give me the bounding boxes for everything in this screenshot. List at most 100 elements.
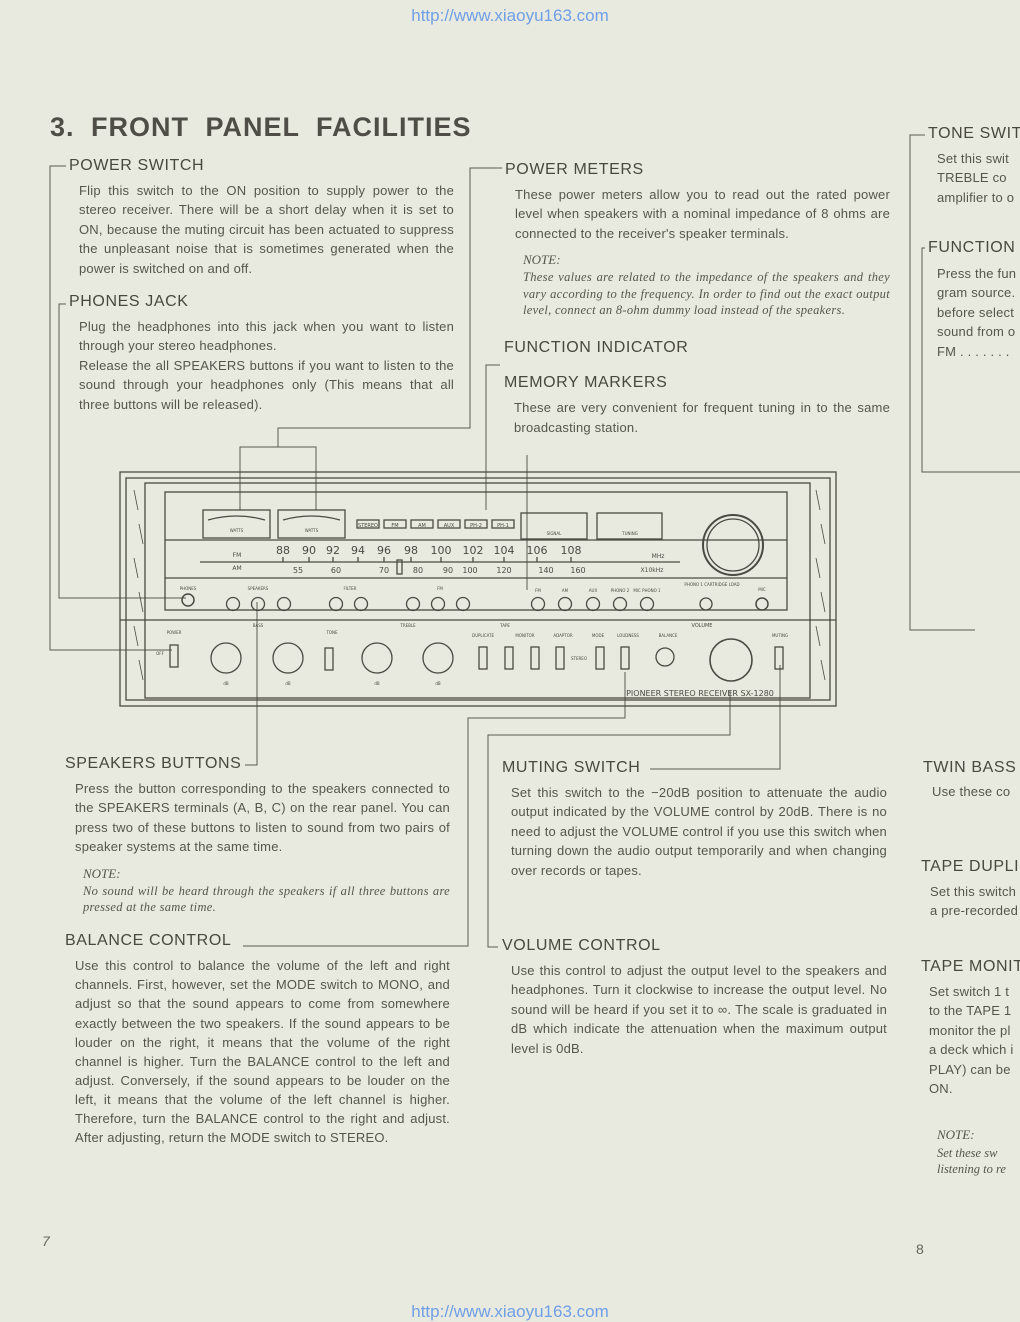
am-scale-tick: 160: [570, 566, 585, 575]
meter-label: WATTS: [305, 528, 319, 533]
balance-control-heading: BALANCE CONTROL: [65, 932, 232, 950]
text-line: TREBLE co: [937, 170, 1007, 186]
meter-label: WATTS: [230, 528, 244, 533]
source-button: [530, 596, 546, 612]
push-button: [250, 596, 266, 612]
text-line: listening to re: [937, 1162, 1006, 1177]
wood-grain: [138, 523, 144, 545]
source-button: [585, 596, 601, 612]
text-line: monitor the pl: [929, 1022, 1011, 1038]
indicator-label: AUX: [444, 523, 455, 529]
tone-knob: [422, 642, 454, 674]
page-number-left: 7: [42, 1233, 50, 1249]
tape-monitor-heading: TAPE MONIT: [921, 958, 1020, 975]
power-label: POWER: [167, 630, 182, 635]
tuning-meter-label: TUNING: [621, 531, 638, 536]
wood-grain: [820, 591, 826, 613]
muting-label: MUTING: [772, 633, 788, 638]
indicator-label: PH-1: [497, 523, 509, 529]
wood-grain: [815, 557, 821, 579]
tone-label: TONE: [325, 630, 338, 635]
source-button: [557, 596, 573, 612]
cartridge-load-label: PHONO 1 CARTRIDGE LOAD: [684, 582, 739, 587]
tape-duplicate-heading: TAPE DUPLI: [921, 858, 1020, 875]
push-button: [455, 596, 471, 612]
mic-jack: [755, 597, 769, 611]
page-title: 3. FRONT PANEL FACILITIES: [50, 112, 472, 142]
receiver-outer-frame: [119, 471, 837, 707]
indicator-label: STEREO: [358, 523, 378, 529]
text-line: Set this swit: [937, 151, 1009, 166]
dial-pointer: [396, 559, 403, 575]
mic-label: MIC: [758, 587, 766, 592]
source-button: [639, 596, 655, 612]
treble-label: TREBLE: [399, 623, 416, 628]
text-line: ON.: [929, 1081, 953, 1097]
speakers-buttons-body: Press the button corresponding to the sp…: [75, 781, 450, 855]
source-label: AM: [562, 588, 569, 593]
db-label: dB: [435, 681, 441, 686]
function-indicator-lamp: [356, 519, 380, 529]
monitor-label: MONITOR: [515, 633, 534, 638]
fm-scale-tick: 98: [404, 544, 418, 557]
twin-bass-body: Use these co: [932, 782, 1010, 801]
text-line: a pre-recorded: [930, 903, 1019, 919]
text-line: to the TAPE 1: [929, 1003, 1012, 1019]
power-switch: [169, 644, 179, 668]
fm-scale-tick: 94: [351, 544, 365, 557]
fm-scale-tick: 96: [377, 544, 391, 557]
tuning-knob: [702, 514, 764, 576]
push-button: [276, 596, 292, 612]
function-indicator-lamp: [464, 519, 488, 529]
text-line: Set switch 1 t: [929, 984, 1010, 999]
volume-label: VOLUME: [692, 623, 713, 629]
power-meter-2: [277, 509, 346, 539]
twin-bass-heading: TWIN BASS: [923, 759, 1017, 776]
signal-meter: [520, 512, 588, 540]
signal-meter-label: SIGNAL: [547, 531, 563, 536]
volume-control-body: Use this control to adjust the output le…: [511, 963, 887, 1056]
volume-knob: [709, 638, 753, 682]
function-heading: FUNCTION: [928, 239, 1016, 256]
power-switch-body: Flip this switch to the ON position to s…: [79, 183, 454, 276]
tone-switch: [324, 647, 334, 671]
fm-scale-tick: 90: [302, 544, 316, 557]
balance-label: BALANCE: [659, 633, 678, 638]
function-indicator-lamp: [410, 519, 434, 529]
db-label: dB: [374, 681, 380, 686]
indicator-label: PH-2: [470, 523, 482, 529]
am-scale-tick: 55: [293, 566, 303, 575]
phones-jack-body-2: Release the all SPEAKERS buttons if you …: [79, 357, 454, 412]
indicator-label: FM: [391, 523, 398, 529]
db-label: dB: [285, 681, 291, 686]
slide-switch: [504, 646, 514, 670]
tuning-knob-inner: [706, 518, 760, 572]
text-line: Use these co: [932, 784, 1011, 799]
balance-control-body: Use this control to balance the volume o…: [75, 958, 450, 1146]
mhz-label: MHz: [652, 553, 665, 560]
power-meters-heading: POWER METERS: [505, 161, 644, 178]
page-number-right: 8: [916, 1241, 924, 1257]
wood-grain: [138, 659, 144, 681]
function-body: Press the fun gram source. before select…: [937, 264, 1016, 361]
volume-control-heading: VOLUME CONTROL: [502, 937, 661, 955]
muting-switch-body: Set this switch to the −20dB position to…: [511, 785, 887, 878]
tone-knob: [210, 642, 242, 674]
watermark-url-top: http://www.xiaoyu163.com: [411, 6, 609, 25]
wood-grain: [138, 591, 144, 613]
khz-label: X10kHz: [641, 567, 664, 574]
middle-top-column: POWER METERS These power meters allow yo…: [504, 160, 890, 437]
phones-label: PHONES: [180, 586, 197, 591]
fm-scale-tick: 104: [494, 544, 515, 557]
stereo-label: STEREO: [571, 656, 587, 661]
receiver-inner-frame: [125, 477, 831, 701]
fm-scale-tick: 100: [431, 544, 452, 557]
upper-panel: [164, 491, 788, 611]
power-switch-heading: POWER SWITCH: [69, 157, 205, 174]
indicator-label: AM: [418, 523, 426, 529]
am-scale-tick: 100: [462, 566, 477, 575]
tone-switch-heading: TONE SWIT: [928, 125, 1020, 142]
source-label: PHONO 2: [611, 588, 630, 593]
tape-duplicate-body: Set this switch a pre-recorded: [930, 882, 1018, 921]
